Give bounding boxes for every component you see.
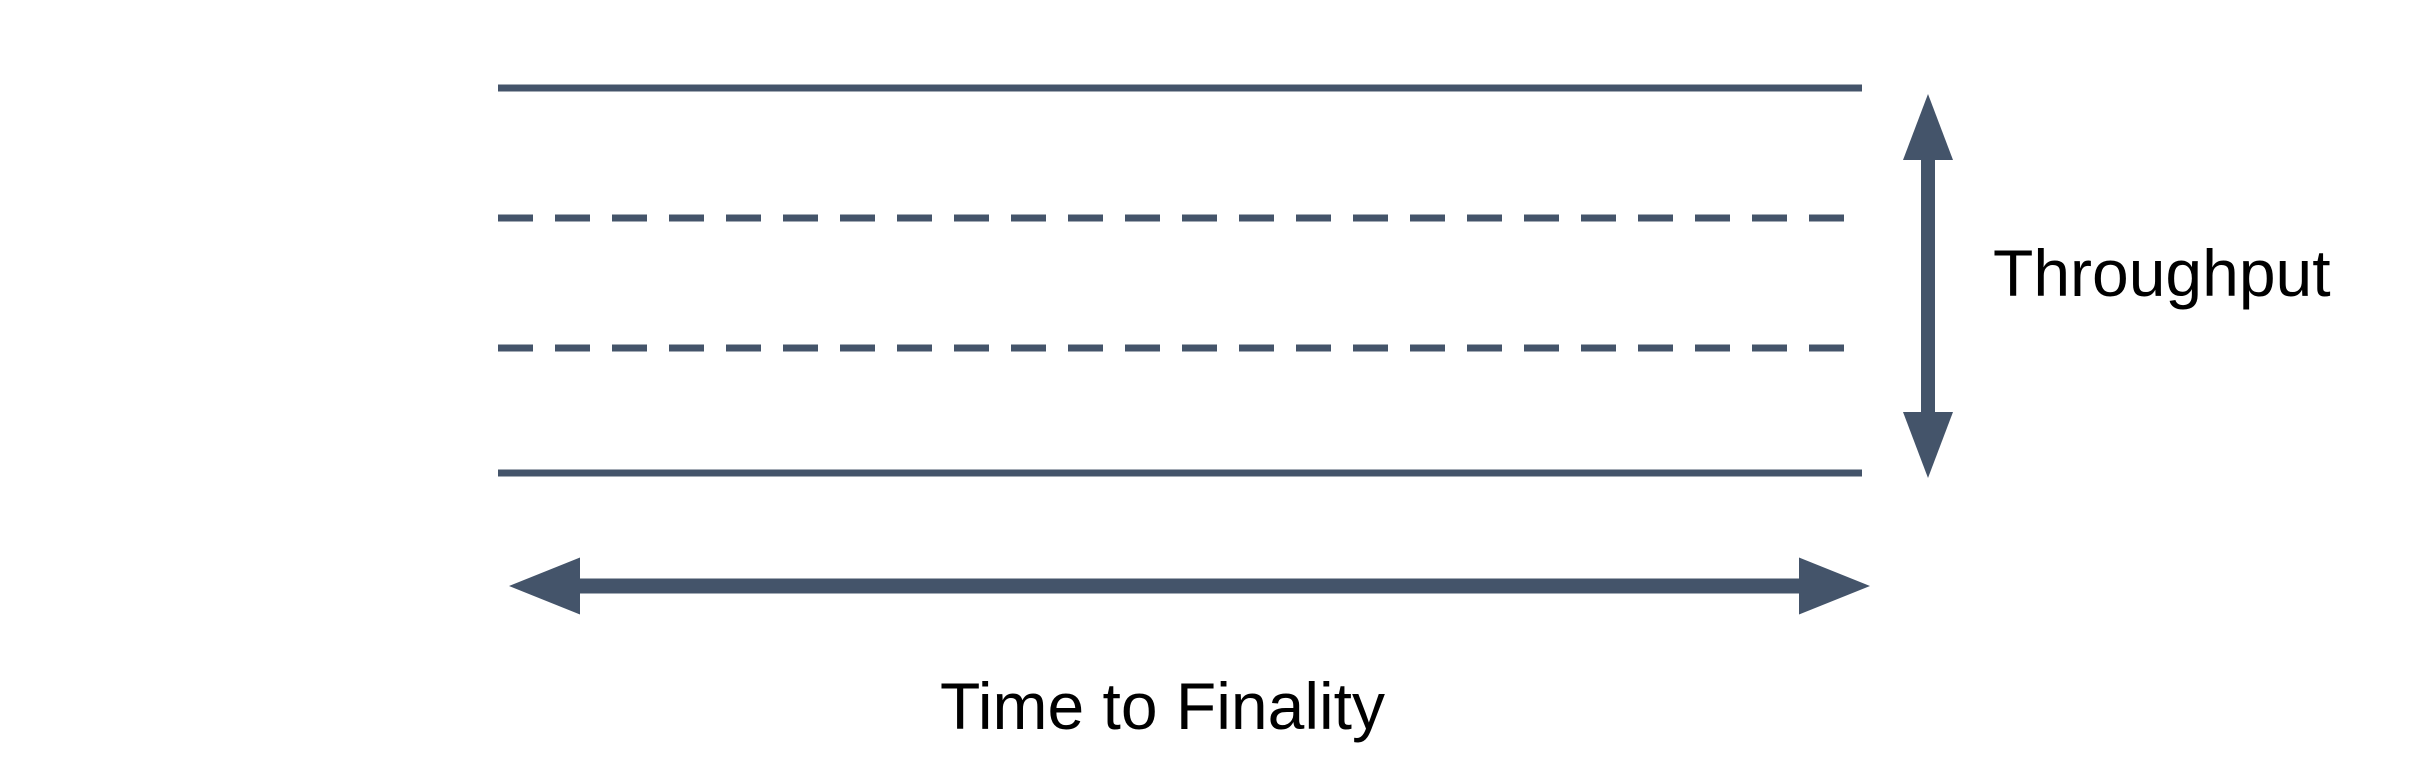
throughput-arrow-head-up [1903,94,1953,160]
throughput-arrow-shaft [1921,160,1935,412]
time-to-finality-arrow-icon [509,557,1870,615]
lane-lines [498,84,1862,477]
time-to-finality-arrow-shaft [580,578,1799,594]
time-to-finality-arrow-head-right [1799,557,1870,615]
throughput-label: Throughput [1993,236,2331,310]
throughput-arrow-head-down [1903,412,1953,478]
time-to-finality-arrow-head-left [509,557,580,615]
throughput-arrow-icon [1903,94,1953,478]
time-to-finality-label: Time to Finality [940,669,1385,743]
